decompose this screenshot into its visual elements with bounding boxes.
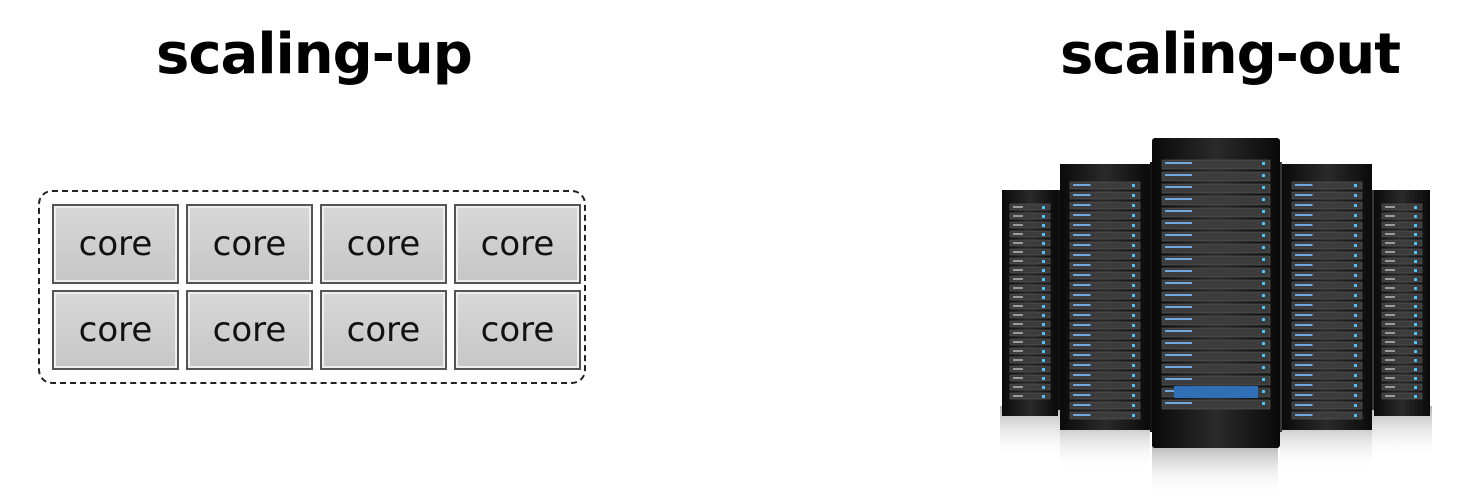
core-box: core	[320, 290, 447, 370]
core-box: core	[52, 290, 179, 370]
multicore-processor: core core core core core core core core	[38, 190, 586, 384]
core-box: core	[454, 290, 581, 370]
core-box: core	[186, 204, 313, 284]
core-box: core	[186, 290, 313, 370]
core-box: core	[454, 204, 581, 284]
scaling-up-title: scaling-up	[156, 22, 473, 87]
core-box: core	[320, 204, 447, 284]
core-box: core	[52, 204, 179, 284]
server-racks-icon	[1000, 138, 1432, 496]
core-grid: core core core core core core core core	[52, 204, 581, 370]
scaling-out-title: scaling-out	[1060, 22, 1401, 87]
